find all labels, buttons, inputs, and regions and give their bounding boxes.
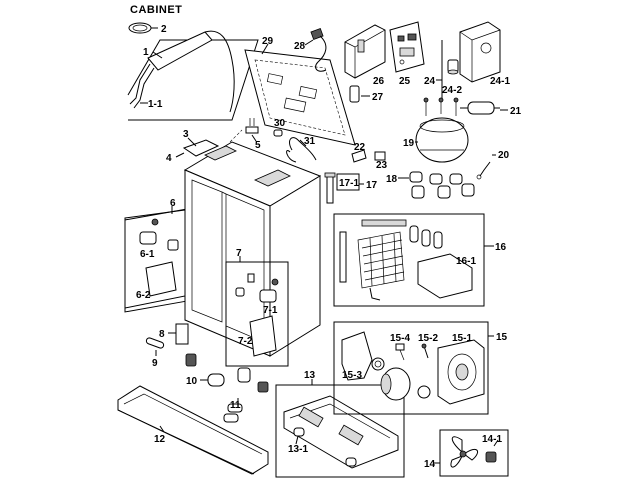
label-5: 5 xyxy=(255,140,261,151)
part-5-hinge: 5 xyxy=(245,118,261,151)
part-3-top-hinge-cover: 3 4 xyxy=(166,129,220,164)
part-20-wire: 20 xyxy=(476,150,510,180)
part-15-fan-assembly: 15 15-3 15-4 15-2 15-1 xyxy=(333,321,508,415)
label-26: 26 xyxy=(373,76,385,87)
label-7-1: 7-1 xyxy=(263,305,278,316)
label-20: 20 xyxy=(498,150,510,161)
part-25-pcb: 25 xyxy=(389,21,425,87)
part-19-compressor: 19 xyxy=(403,97,469,163)
label-15-1: 15-1 xyxy=(452,333,472,344)
label-19: 19 xyxy=(403,138,415,149)
label-30: 30 xyxy=(274,118,286,129)
part-22-23-brackets: 22 23 xyxy=(351,142,388,171)
part-13-base-plate: 13 13-1 xyxy=(275,370,405,478)
part-8-9-lower-hinge: 8 9 xyxy=(145,323,197,369)
label-16: 16 xyxy=(495,242,507,253)
part-10-11-rollers: 10 11 xyxy=(186,367,269,423)
part-1-heater-assembly: 1 1-1 xyxy=(127,30,259,121)
label-15-4: 15-4 xyxy=(390,333,410,344)
part-24-relay-assembly: 24 24-2 24-1 xyxy=(424,21,510,100)
label-14: 14 xyxy=(424,459,436,470)
label-11: 11 xyxy=(230,400,241,411)
label-25: 25 xyxy=(399,76,411,87)
label-6-2: 6-2 xyxy=(136,290,151,301)
label-27: 27 xyxy=(372,92,384,103)
part-28-power-cord: 28 xyxy=(294,28,327,72)
label-15: 15 xyxy=(496,332,508,343)
label-13: 13 xyxy=(304,370,316,381)
main-cabinet-body xyxy=(183,129,322,357)
part-21-dryer: 21 xyxy=(460,101,522,117)
label-22: 22 xyxy=(354,142,366,153)
label-7-2: 7-2 xyxy=(238,336,253,347)
label-29: 29 xyxy=(262,36,274,47)
label-17: 17 xyxy=(366,180,378,191)
part-6-hinge-assembly: 6 6-1 6-2 xyxy=(124,198,186,313)
label-3: 3 xyxy=(183,129,189,140)
label-12: 12 xyxy=(154,434,166,445)
part-7-hinge-assembly: 7 7-1 7-2 xyxy=(225,248,289,367)
part-2-clamp: 2 xyxy=(128,22,167,35)
label-31: 31 xyxy=(304,136,316,147)
label-1: 1 xyxy=(143,47,149,58)
label-8: 8 xyxy=(159,329,165,340)
part-26-control-box: 26 xyxy=(344,24,386,87)
label-18: 18 xyxy=(386,174,398,185)
label-23: 23 xyxy=(376,160,388,171)
label-15-3: 15-3 xyxy=(342,370,362,381)
label-24: 24 xyxy=(424,76,436,87)
label-21: 21 xyxy=(510,106,522,117)
part-30-31-tubing: 30 31 xyxy=(273,118,317,163)
label-9: 9 xyxy=(152,358,158,369)
label-10: 10 xyxy=(186,376,198,387)
label-28: 28 xyxy=(294,41,306,52)
label-6: 6 xyxy=(170,198,176,209)
part-14-fan-blade: 14 14-1 xyxy=(424,429,509,477)
label-6-1: 6-1 xyxy=(140,249,155,260)
label-16-1: 16-1 xyxy=(456,256,476,267)
part-29-back-cover: 29 xyxy=(244,36,356,146)
part-17-drain: 17-1 17 xyxy=(324,172,378,204)
label-17-1: 17-1 xyxy=(339,178,359,189)
label-4: 4 xyxy=(166,153,172,164)
diagram-title: CABINET xyxy=(130,4,182,16)
label-7: 7 xyxy=(236,248,242,259)
part-16-evaporator-assembly: 16 16-1 xyxy=(333,213,507,307)
part-27-capacitor: 27 xyxy=(349,85,384,103)
label-1-1: 1-1 xyxy=(148,99,163,110)
label-24-1: 24-1 xyxy=(490,76,510,87)
label-14-1: 14-1 xyxy=(482,434,502,445)
part-12-base-grille: 12 xyxy=(117,385,269,475)
label-15-2: 15-2 xyxy=(418,333,438,344)
label-13-1: 13-1 xyxy=(288,444,308,455)
part-18-grommets: 18 xyxy=(386,171,475,199)
label-24-2: 24-2 xyxy=(442,85,462,96)
label-2: 2 xyxy=(161,24,167,35)
